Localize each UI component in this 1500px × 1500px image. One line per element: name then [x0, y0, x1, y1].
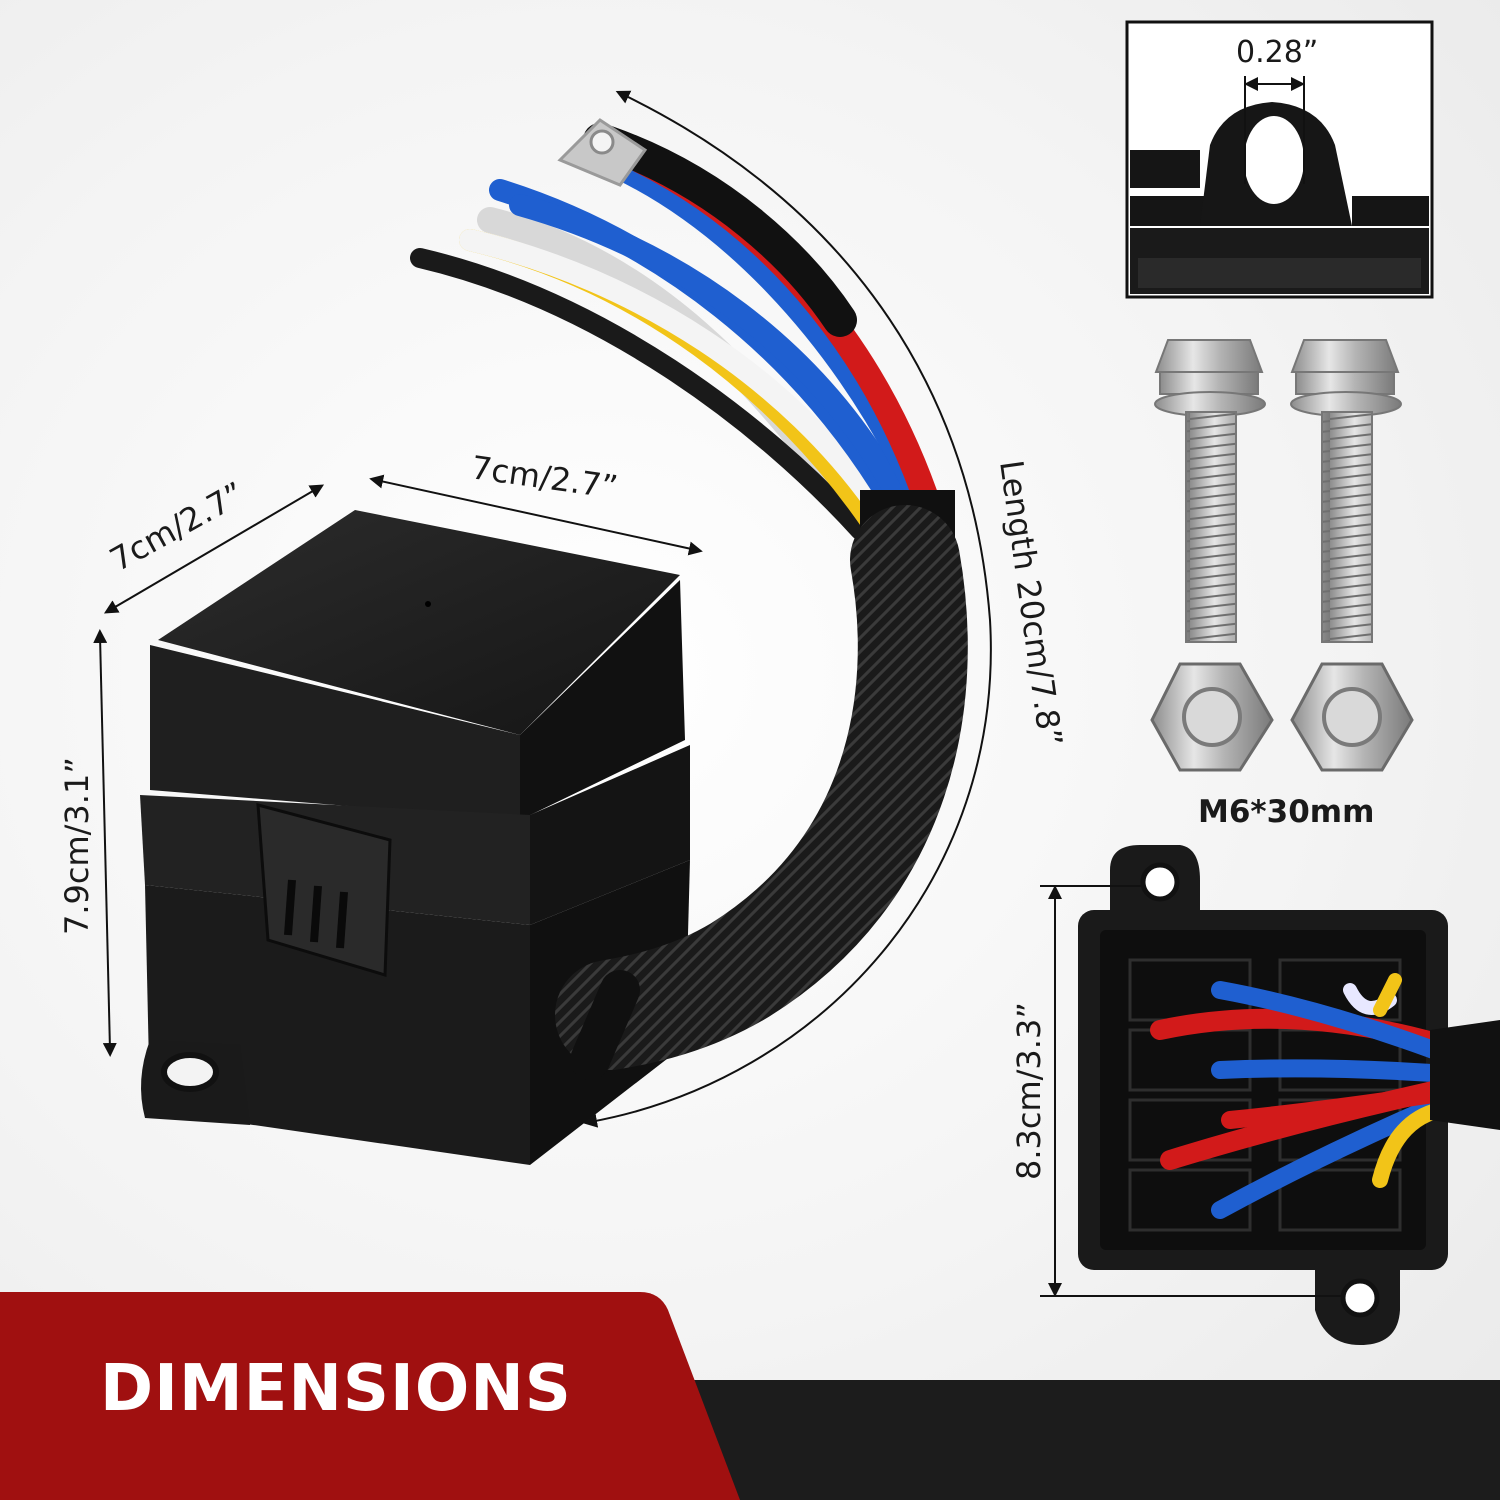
bolt-right — [1290, 339, 1402, 643]
bolt-size-label: M6*30mm — [1198, 794, 1374, 830]
open-box-cable-wrap — [1430, 1020, 1500, 1130]
bolt-left — [1154, 339, 1266, 643]
length-label: Length 20cm/7.8” — [992, 458, 1070, 749]
fuse-box-lid-front — [150, 645, 520, 820]
width-left-label: 7cm/2.7” — [103, 474, 250, 579]
inner-height-label: 8.3cm/3.3” — [1010, 1002, 1048, 1180]
hole-detail-inset: 0.28” — [1125, 20, 1434, 299]
banner-red-panel — [0, 1292, 740, 1500]
hole-label: 0.28” — [1236, 35, 1318, 70]
nut-right — [1290, 662, 1414, 772]
nut-left — [1150, 662, 1274, 772]
mount-hole — [161, 1052, 219, 1092]
height-label: 7.9cm/3.1” — [58, 757, 96, 935]
open-box-wires — [1150, 973, 1470, 1219]
bottom-banner — [0, 1292, 1500, 1500]
width-left-line — [103, 484, 325, 614]
fuse-box — [140, 510, 690, 1165]
open-fuse-box: 8.3cm/3.3” — [1010, 845, 1500, 1345]
length-arc — [583, 90, 992, 1128]
bottom-mount-hole — [1340, 1278, 1380, 1318]
bolts-and-nuts: M6*30mm — [1150, 339, 1414, 830]
mount-hole-detail — [1244, 116, 1304, 204]
width-top-label: 7cm/2.7” — [469, 448, 620, 506]
top-mount-hole — [1140, 862, 1180, 902]
width-top-line — [369, 474, 703, 556]
height-line — [93, 629, 117, 1057]
banner-title: DIMENSIONS — [100, 1352, 572, 1426]
